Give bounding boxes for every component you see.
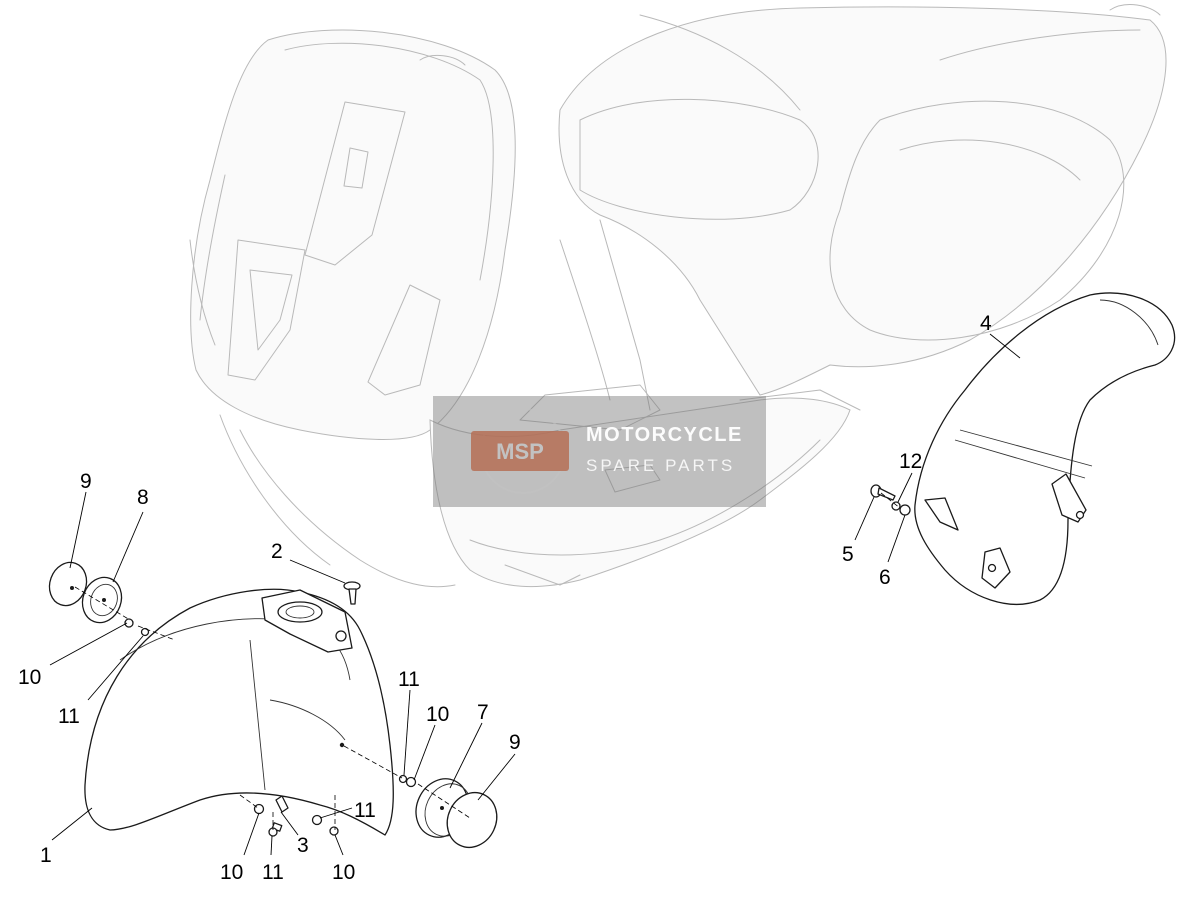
watermark-logo: MSP — [471, 408, 569, 494]
watermark-title: MOTORCYCLE — [586, 424, 743, 446]
callout-10-bottom-right: 10 — [332, 861, 355, 884]
watermark-overlay — [433, 396, 766, 507]
bracket-part-3 — [275, 795, 289, 813]
watermark-badge-text: MSP — [496, 439, 544, 464]
leader-lines — [49, 333, 1021, 856]
screw-part-2 — [343, 581, 361, 605]
callout-3: 3 — [297, 834, 309, 857]
callout-10-bottom-left: 10 — [220, 861, 243, 884]
callout-12: 12 — [899, 450, 922, 473]
callout-1: 1 — [40, 844, 52, 867]
washers-and-nuts — [124, 618, 417, 837]
trim-plate-part-8 — [81, 576, 123, 624]
scooter-body-outline — [189, 4, 1167, 588]
callout-11-left: 11 — [58, 705, 80, 728]
callout-6: 6 — [879, 566, 891, 589]
rear-body-seat — [558, 6, 1167, 396]
trim-cap-part-9-left — [48, 561, 88, 607]
callout-7: 7 — [477, 701, 489, 724]
callout-8: 8 — [137, 486, 149, 509]
callout-10-right: 10 — [426, 703, 449, 726]
callout-11-right: 11 — [398, 668, 420, 691]
rear-hugger-part-4 — [914, 292, 1176, 605]
callout-labels: 9 8 2 10 11 1 11 10 7 9 11 3 10 11 10 4 … — [18, 312, 992, 884]
callout-4: 4 — [980, 312, 992, 335]
callout-11-bottom: 11 — [262, 861, 284, 884]
callout-11-bottom-right: 11 — [354, 799, 376, 822]
cap-part-9-right — [446, 792, 498, 848]
callout-10-left: 10 — [18, 666, 41, 689]
callout-9-left: 9 — [80, 470, 92, 493]
callout-2: 2 — [271, 540, 283, 563]
front-mudguard-part-1 — [84, 588, 394, 836]
callout-9-right: 9 — [509, 731, 521, 754]
watermark-subtitle: SPARE PARTS — [586, 456, 736, 475]
front-legshield — [190, 29, 516, 440]
callout-5: 5 — [842, 543, 854, 566]
